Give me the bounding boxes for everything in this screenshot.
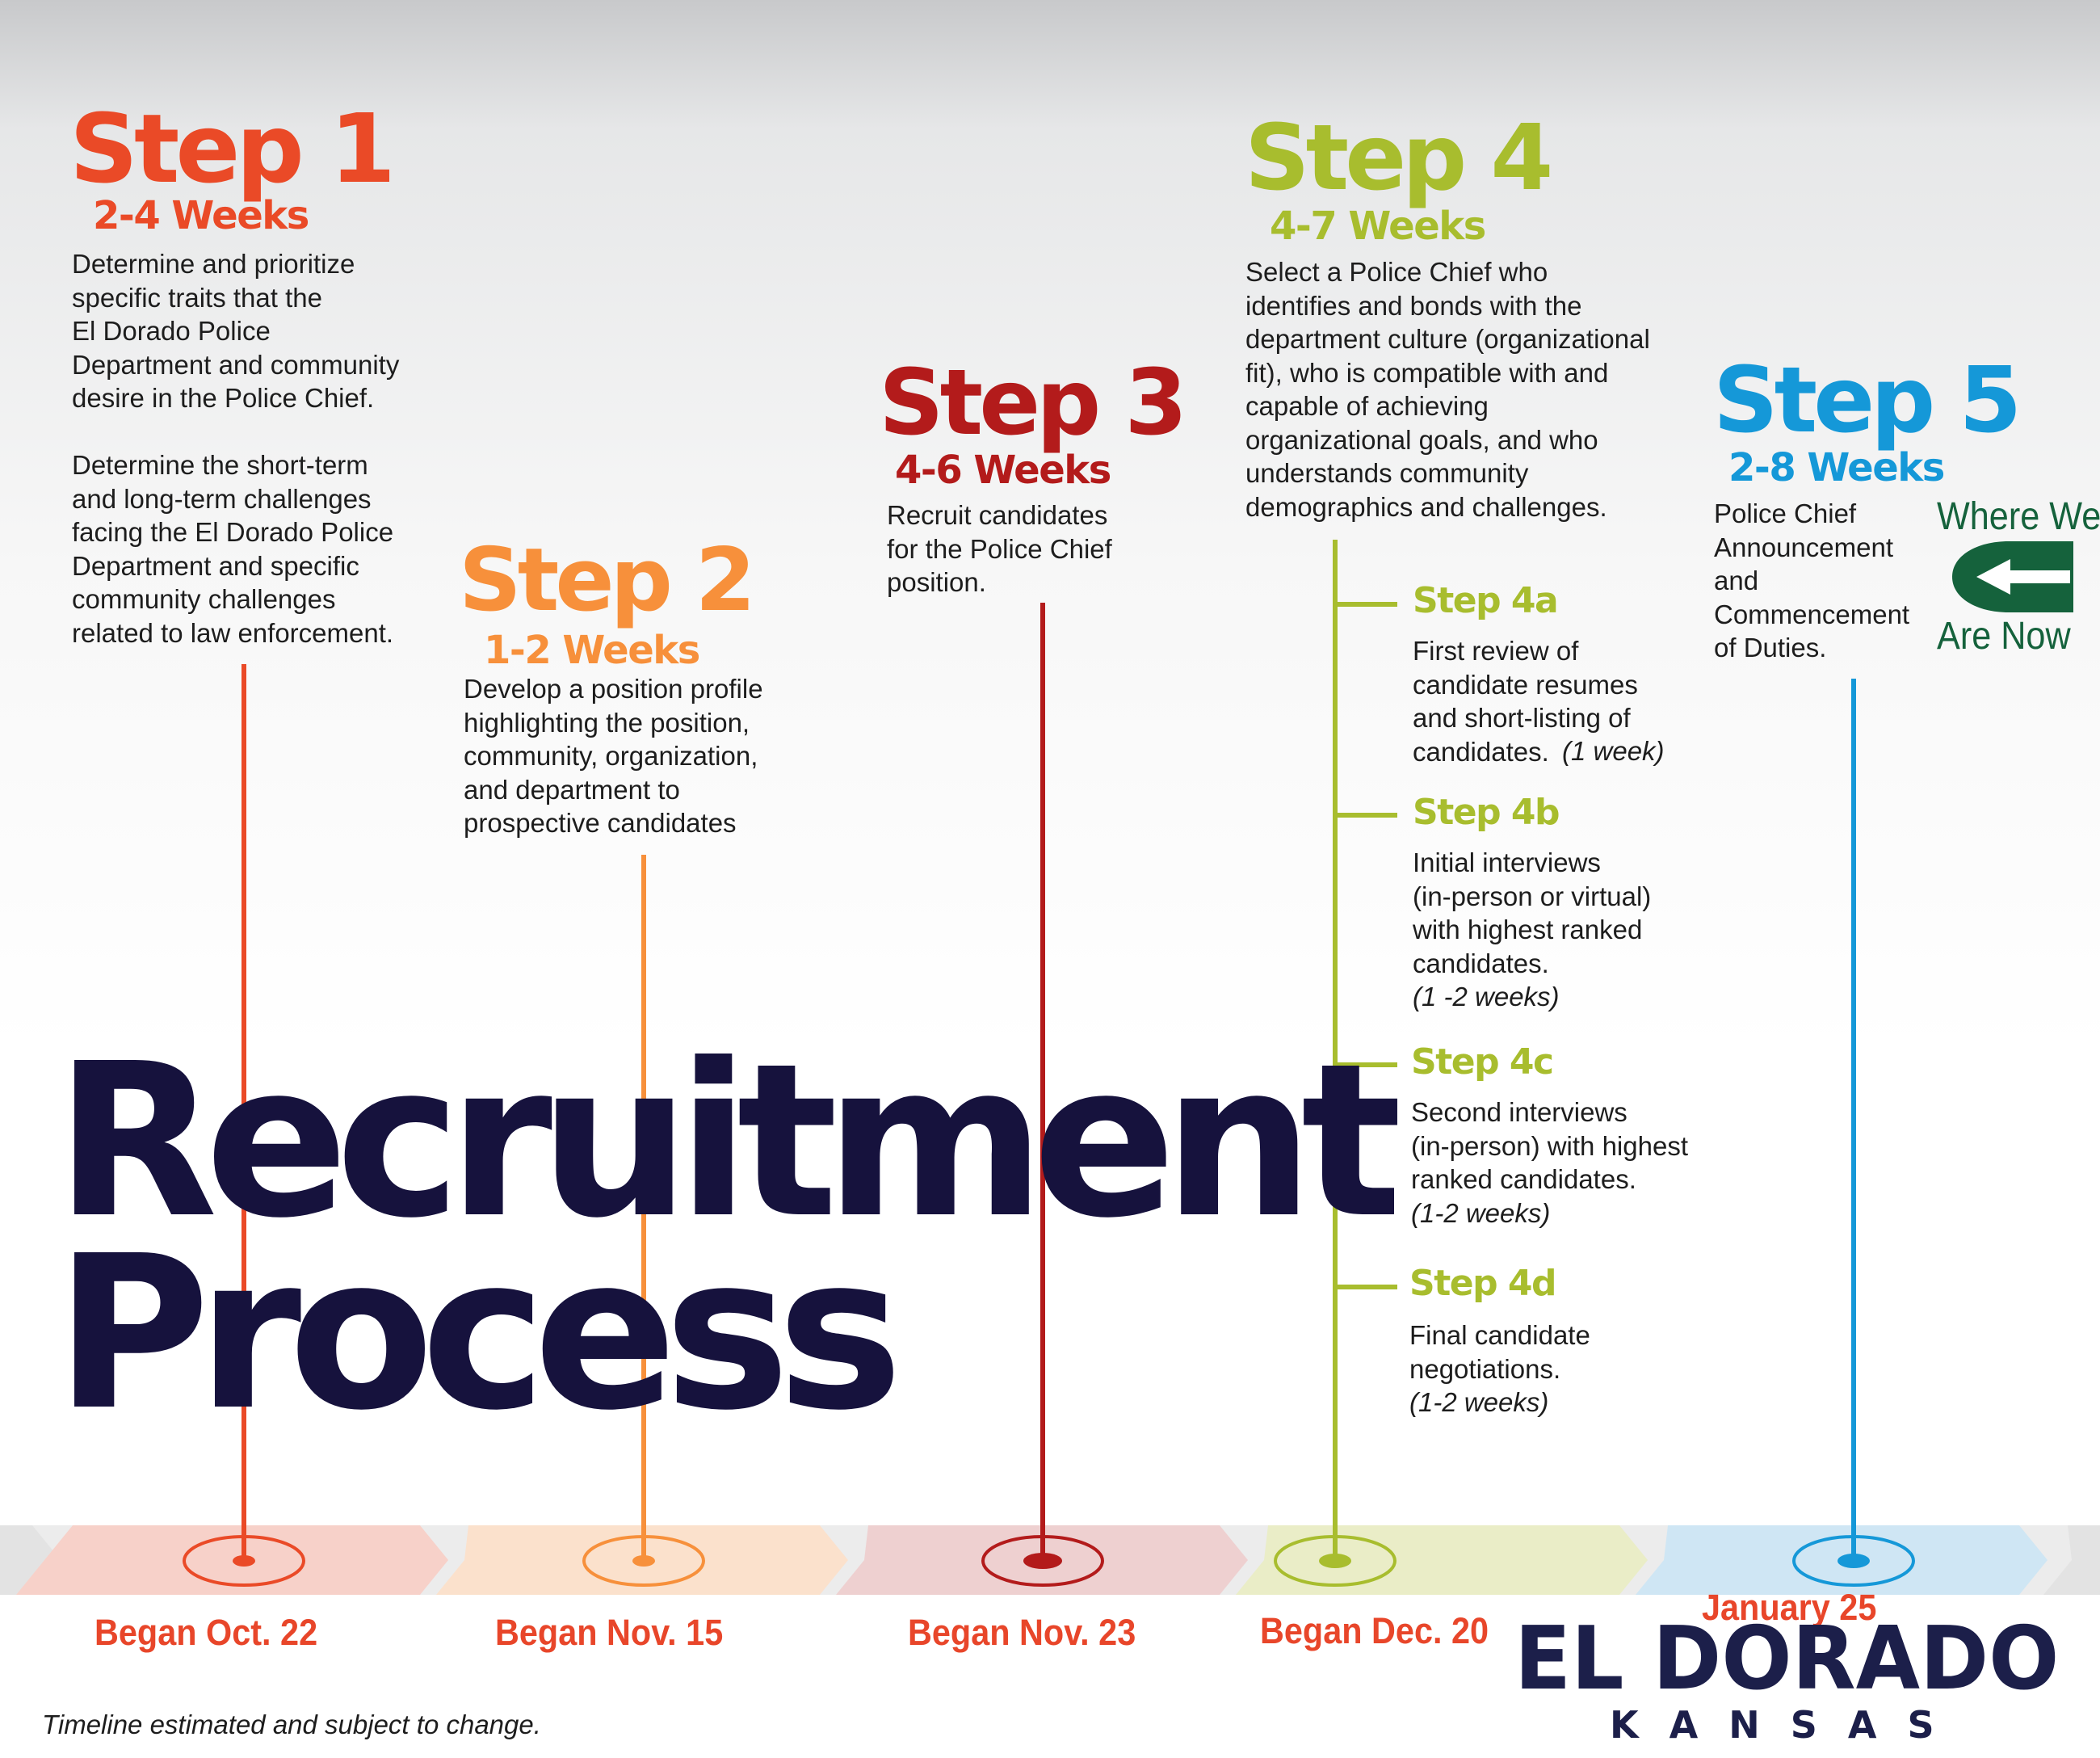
step4b-text: Initial interviews (in-person or virtual…	[1413, 847, 1652, 978]
step4a-duration: (1 week)	[1562, 736, 1665, 766]
step1-title: Step 1	[69, 93, 396, 204]
step4c-title: Step 4c	[1411, 1041, 1554, 1083]
step4a-text: First review of candidate resumes and sh…	[1413, 636, 1638, 767]
step4d-text: Final candidate negotiations.	[1409, 1320, 1590, 1384]
step2-description: Develop a position profile highlighting …	[464, 674, 763, 838]
band-segment-step1	[16, 1525, 448, 1595]
title-recruitment: Recruitment	[55, 1018, 1402, 1264]
step3-weeks: 4-6 Weeks	[895, 448, 1111, 493]
step4c-text: Second interviews (in-person) with highe…	[1411, 1097, 1688, 1194]
logo-sub: KANSAS	[1610, 1703, 1965, 1747]
step4b-title: Step 4b	[1413, 792, 1560, 833]
where-we-are-now: Where We Are Now	[1934, 494, 2100, 664]
step4-weeks: 4-7 Weeks	[1270, 204, 1486, 249]
step4c-duration: (1-2 weeks)	[1411, 1198, 1551, 1228]
step4d-duration: (1-2 weeks)	[1409, 1387, 1549, 1417]
step1-weeks: 2-4 Weeks	[93, 193, 309, 238]
step3-title: Step 3	[879, 351, 1187, 456]
step3-line	[1040, 603, 1045, 1562]
el-dorado-logo: EL DORADO KANSAS	[1514, 1616, 2059, 1749]
step2-line	[641, 855, 646, 1562]
step5-title: Step 5	[1713, 348, 2022, 453]
step3-description: Recruit candidates for the Police Chief …	[887, 500, 1112, 597]
band-segment-end	[2043, 1525, 2100, 1595]
logo-name: EL DORADO	[1514, 1609, 2060, 1710]
timeline-band	[0, 1525, 2100, 1595]
step4b-branch	[1333, 813, 1397, 818]
step4d-branch	[1333, 1285, 1397, 1289]
step1-date: Began Oct. 22	[94, 1612, 318, 1653]
step5-description: Police Chief Announcement and Commenceme…	[1714, 498, 1910, 662]
step5-weeks: 2-8 Weeks	[1728, 445, 1945, 490]
step4a-branch	[1333, 602, 1397, 607]
step4-title: Step 4	[1245, 106, 1553, 211]
step2-title: Step 2	[459, 530, 756, 631]
step2-weeks: 1-2 Weeks	[484, 628, 700, 673]
step1-description: Determine and prioritize specific traits…	[72, 249, 400, 648]
step4b-duration: (1 -2 weeks)	[1413, 982, 1560, 1011]
left-arrow-icon	[1952, 541, 2073, 612]
title-process: Process	[55, 1210, 903, 1457]
footnote: Timeline estimated and subject to change…	[42, 1710, 541, 1739]
step4d-title: Step 4d	[1409, 1263, 1557, 1304]
band-segment-step4	[1236, 1525, 1648, 1595]
step4-description: Select a Police Chief who identifies and…	[1245, 257, 1650, 522]
step4-line	[1333, 540, 1338, 1562]
step1-line	[242, 664, 246, 1562]
are-now-label: Are Now	[1937, 615, 2071, 658]
step4c-branch	[1333, 1062, 1397, 1067]
step2-date: Began Nov. 15	[495, 1612, 724, 1653]
step4-date: Began Dec. 20	[1260, 1610, 1489, 1651]
step5-line	[1851, 679, 1856, 1562]
where-we-label: Where We	[1937, 495, 2100, 538]
step4a-title: Step 4a	[1413, 580, 1559, 621]
step3-date: Began Nov. 23	[908, 1612, 1136, 1653]
step5-date: January 25	[1702, 1587, 1877, 1628]
